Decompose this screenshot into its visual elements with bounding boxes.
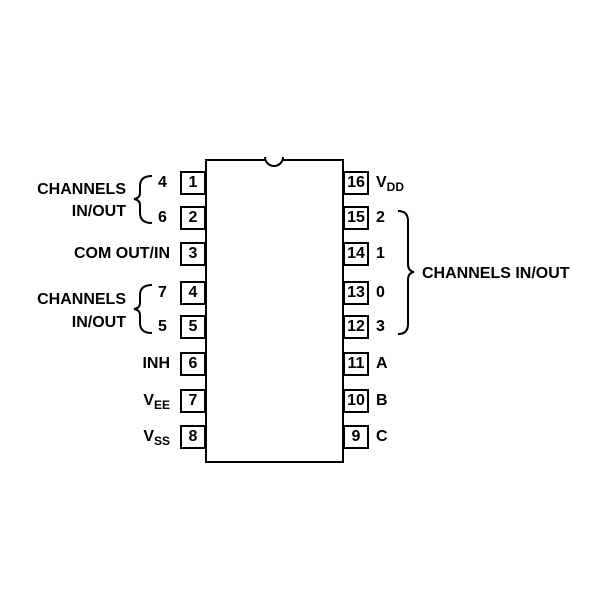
pin-6-number: 6 xyxy=(188,355,198,372)
left-bottom-group-line2: IN/OUT xyxy=(71,314,126,331)
pin-2: 2 xyxy=(180,206,206,230)
pin-3-number: 3 xyxy=(188,245,198,262)
pin-9-number: 9 xyxy=(351,428,361,445)
pin-2-number: 2 xyxy=(188,209,198,226)
pin-13-label: 0 xyxy=(376,284,385,301)
pin-4-number: 4 xyxy=(188,284,198,301)
pin-12-number: 12 xyxy=(347,318,365,335)
left-bottom-brace xyxy=(133,284,153,334)
pin-14: 14 xyxy=(343,242,369,266)
pin-5-label: 5 xyxy=(158,318,167,335)
pin-5: 5 xyxy=(180,315,206,339)
pin-7-label-subscript: EE xyxy=(153,398,170,412)
pin-16-number: 16 xyxy=(347,174,365,191)
pin-11: 11 xyxy=(343,352,369,376)
pin-16: 16 xyxy=(343,171,369,195)
pin-1-label: 4 xyxy=(158,174,167,191)
pin-4-label: 7 xyxy=(158,284,167,301)
pin-14-number: 14 xyxy=(347,245,365,262)
pin-4: 4 xyxy=(180,281,206,305)
pin-16-label: VDD xyxy=(376,173,405,194)
pin-3: 3 xyxy=(180,242,206,266)
pin-11-number: 11 xyxy=(347,355,365,372)
pin-8-number: 8 xyxy=(188,428,198,445)
pin-9-label: C xyxy=(376,428,388,445)
left-bottom-group-line1: CHANNELS xyxy=(37,291,126,308)
pin-2-label: 6 xyxy=(158,209,167,226)
pin-9: 9 xyxy=(343,425,369,449)
pin-14-label: 1 xyxy=(376,245,385,262)
pin-7-label: VEE xyxy=(143,391,170,412)
pin-8-label: VSS xyxy=(143,427,170,448)
pin-8-label-main: V xyxy=(143,428,154,445)
pin-16-label-main: V xyxy=(376,174,387,191)
pin-13: 13 xyxy=(343,281,369,305)
pin-1-number: 1 xyxy=(188,174,198,191)
pin-13-number: 13 xyxy=(347,284,365,301)
pin-10-label: B xyxy=(376,392,388,409)
pin-6: 6 xyxy=(180,352,206,376)
pin-5-number: 5 xyxy=(188,318,198,335)
pin-6-label: INH xyxy=(142,355,170,372)
pin-7-number: 7 xyxy=(188,392,198,409)
pin-10-number: 10 xyxy=(347,392,365,409)
pin-7-label-main: V xyxy=(143,392,154,409)
pin-3-label: COM OUT/IN xyxy=(74,245,170,262)
pin-12: 12 xyxy=(343,315,369,339)
ic-package-body xyxy=(205,159,344,463)
pin-7: 7 xyxy=(180,389,206,413)
pin-8-label-subscript: SS xyxy=(153,434,170,448)
left-top-group-line1: CHANNELS xyxy=(37,181,126,198)
pin-16-label-subscript: DD xyxy=(386,180,405,194)
pin-15: 15 xyxy=(343,206,369,230)
left-top-brace xyxy=(133,175,153,224)
pin-15-label: 2 xyxy=(376,209,385,226)
right-brace xyxy=(397,210,415,335)
pin-8: 8 xyxy=(180,425,206,449)
pin-15-number: 15 xyxy=(347,209,365,226)
pin-10: 10 xyxy=(343,389,369,413)
left-top-group-line2: IN/OUT xyxy=(71,203,126,220)
pin-1: 1 xyxy=(180,171,206,195)
pin-11-label: A xyxy=(376,355,388,372)
right-group-label: CHANNELS IN/OUT xyxy=(422,265,570,282)
pin-12-label: 3 xyxy=(376,318,385,335)
